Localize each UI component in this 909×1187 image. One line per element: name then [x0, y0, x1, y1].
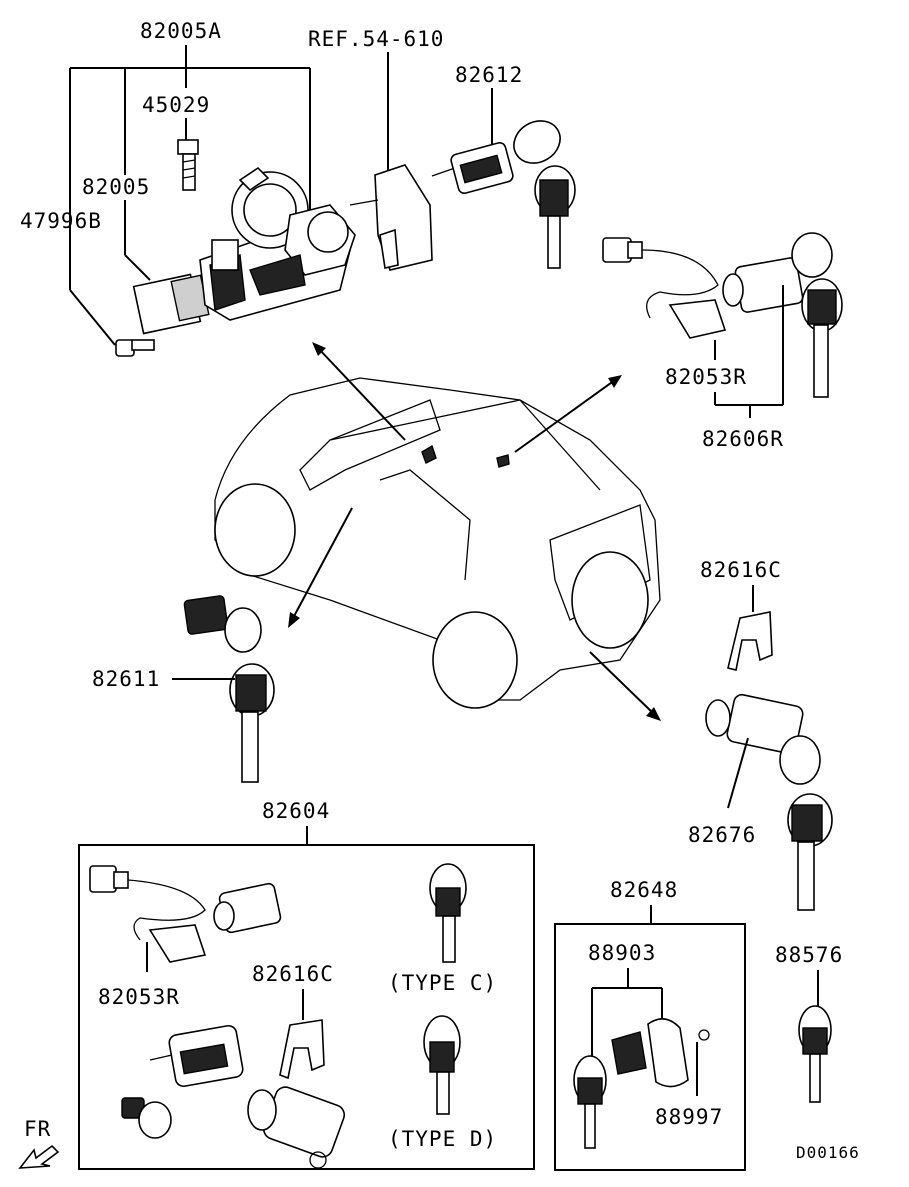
label-82648: 82648 [610, 878, 678, 902]
label-82616C-box: 82616C [252, 962, 334, 986]
key-82606R [791, 232, 843, 398]
label-82005A: 82005A [140, 19, 222, 43]
diagram-code: D00166 [796, 1143, 860, 1162]
label-82005: 82005 [82, 175, 150, 199]
key-type-d [423, 1015, 461, 1115]
front-arrow-icon [18, 1144, 60, 1169]
tailgate-cylinder-82676-group: 82616C 82676 [688, 558, 833, 911]
bolt-45029 [177, 139, 199, 191]
label-type-c: (TYPE C) [388, 971, 497, 995]
label-fr: FR [24, 1117, 51, 1141]
label-88576: 88576 [775, 943, 843, 967]
column-cover-ref [349, 164, 433, 271]
front-direction-indicator: FR [18, 1117, 60, 1169]
label-88903: 88903 [588, 941, 656, 965]
vehicle-outline [214, 377, 661, 709]
kit-82648: 82648 88903 88997 [554, 878, 746, 1171]
kit-82648-box [554, 923, 746, 1171]
label-47996B: 47996B [20, 209, 102, 233]
kit-82604-box [78, 844, 535, 1170]
label-82053R-box: 82053R [98, 985, 180, 1009]
key-blank-88576-group: 88576 [775, 943, 843, 1103]
label-82616C-right: 82616C [700, 558, 782, 582]
kit-82604: 82604 82053R 82616C (TYPE C) [78, 799, 535, 1170]
label-type-d: (TYPE D) [388, 1127, 497, 1151]
screw-47996B [115, 339, 155, 357]
ignition-switch-body [132, 166, 356, 335]
door-cylinder-82611-group: 82611 [92, 595, 275, 783]
label-45029: 45029 [142, 93, 210, 117]
cylinder-82612-group: 82612 [431, 63, 576, 269]
key-82612 [513, 120, 576, 269]
door-cylinder-82606R-group: 82053R 82606R [602, 232, 843, 451]
label-88997: 88997 [655, 1105, 723, 1129]
ignition-assembly: 82005A 45029 82005 47996B [20, 19, 444, 357]
label-82611: 82611 [92, 667, 160, 691]
label-82676: 82676 [688, 823, 756, 847]
label-82612: 82612 [455, 63, 523, 87]
key-type-c [429, 863, 467, 963]
label-82604: 82604 [262, 799, 330, 823]
key-88903 [573, 1055, 607, 1149]
label-82053R-top: 82053R [665, 365, 747, 389]
pointer-arrows [288, 342, 661, 721]
label-ref-54-610: REF.54-610 [308, 27, 444, 51]
label-82606R: 82606R [702, 427, 784, 451]
